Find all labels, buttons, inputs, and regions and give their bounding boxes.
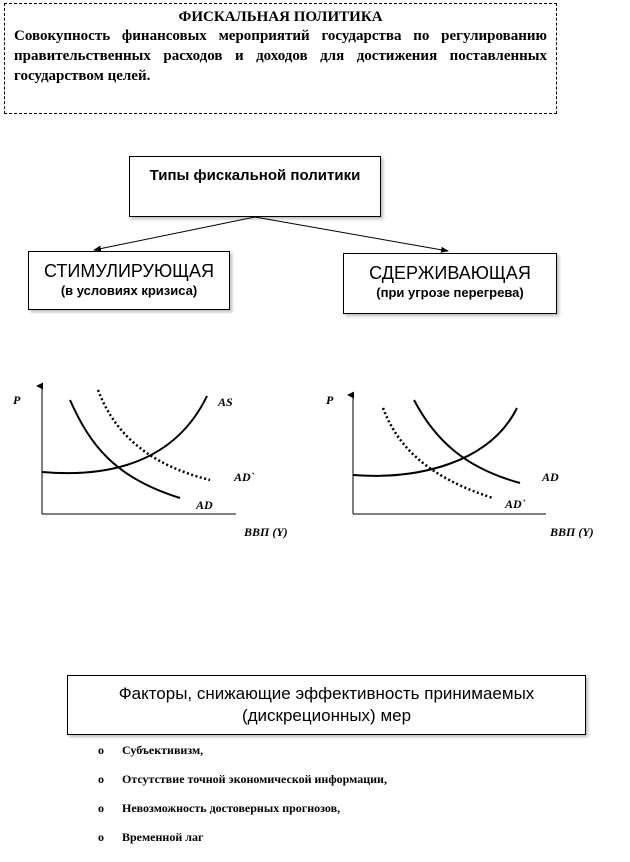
right-ad-shift-label: AD`: [504, 497, 526, 511]
left-as-curve: [41, 395, 208, 475]
left-graph: P AS AD` AD ВВП (Y): [13, 382, 288, 539]
bullet-icon: o: [98, 743, 104, 757]
left-x-label: ВВП (Y): [243, 525, 288, 539]
stimulating-condition: (в условиях кризиса): [60, 283, 198, 298]
left-y-label: P: [13, 393, 21, 407]
left-ad-curve: [69, 399, 181, 499]
right-x-label: ВВП (Y): [549, 525, 594, 539]
definition-box: ФИСКАЛЬНАЯ ПОЛИТИКА Совокупность финансо…: [4, 3, 557, 114]
restraining-box: СДЕРЖИВАЮЩАЯ (при угрозе перегрева): [343, 253, 557, 314]
types-box: Типы фискальной политики: [129, 156, 381, 217]
definition-title: ФИСКАЛЬНАЯ ПОЛИТИКА: [178, 9, 383, 25]
right-ad-label: AD: [541, 470, 559, 484]
left-as-label: AS: [217, 395, 233, 409]
left-ad-shift-label: AD`: [233, 470, 255, 484]
bullet-icon: o: [98, 801, 104, 815]
right-ad-shift-curve: [381, 407, 494, 500]
restraining-name: СДЕРЖИВАЮЩАЯ: [369, 263, 531, 283]
factors-box: Факторы, снижающие эффективность принима…: [67, 675, 586, 735]
restraining-condition: (при угрозе перегрева): [376, 285, 524, 300]
left-ad-shift-curve: [96, 389, 211, 482]
definition-text: Совокупность финансовых мероприятий госу…: [14, 28, 547, 84]
stimulating-box: СТИМУЛИРУЮЩАЯ (в условиях кризиса): [28, 251, 230, 310]
arrow-to-stimulating: [93, 216, 256, 252]
right-graph: P AD AD` ВВП (Y): [326, 391, 594, 539]
bullet-icon: o: [98, 772, 104, 786]
stimulating-name: СТИМУЛИРУЮЩАЯ: [43, 261, 215, 281]
right-as-curve: [352, 407, 518, 477]
types-title: Типы фискальной политики: [149, 167, 361, 184]
left-ad-label: AD: [195, 498, 213, 512]
factors-title: Факторы, снижающие эффективность принима…: [118, 684, 535, 725]
right-ad-curve: [413, 399, 521, 484]
arrow-to-restraining: [254, 216, 449, 253]
bullet-icon: o: [98, 830, 104, 844]
right-y-label: P: [326, 393, 334, 407]
